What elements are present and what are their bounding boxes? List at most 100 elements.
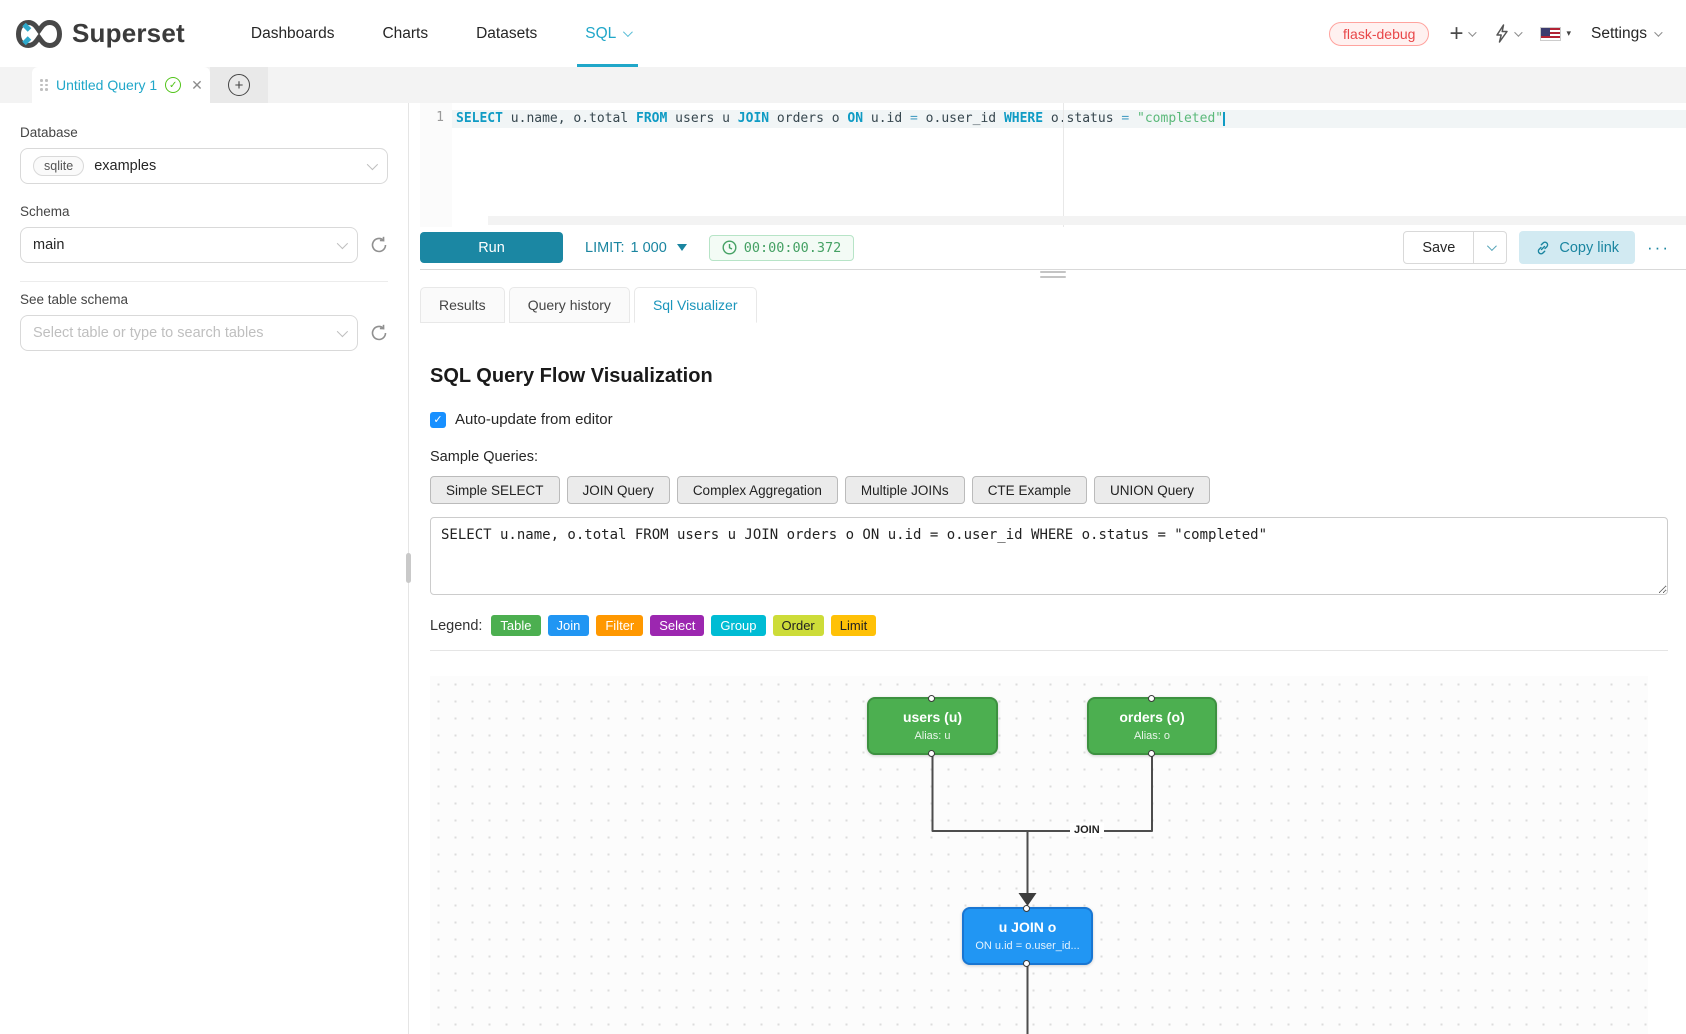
legend-chip-select: Select	[650, 615, 705, 636]
flow-node-orders[interactable]: orders (o) Alias: o	[1087, 695, 1217, 757]
sample-query-simple-select[interactable]: Simple SELECT	[430, 476, 560, 504]
chevron-down-icon	[1486, 241, 1497, 252]
schema-select[interactable]: main	[20, 227, 358, 263]
chevron-down-icon	[1654, 27, 1663, 37]
sidebar-resize-handle[interactable]	[406, 553, 411, 583]
limit-dropdown[interactable]: LIMIT: 1 000	[585, 240, 687, 256]
close-tab-icon[interactable]: ✕	[191, 76, 203, 93]
node-handle-top[interactable]	[1023, 905, 1030, 912]
editor-active-line[interactable]: SELECT u.name, o.total FROM users u JOIN…	[452, 110, 1686, 128]
auto-update-label: Auto-update from editor	[455, 411, 613, 428]
query-timer: 00:00:00.372	[708, 234, 855, 261]
tab-query-history[interactable]: Query history	[508, 287, 630, 323]
chevron-down-icon	[1514, 27, 1524, 37]
legend-chip-order: Order	[772, 615, 824, 636]
text-cursor	[1223, 112, 1226, 126]
query-tab-title: Untitled Query 1	[56, 77, 158, 93]
flow-node-users[interactable]: users (u) Alias: u	[867, 695, 998, 757]
visualizer-divider	[430, 650, 1668, 651]
query-search-menu[interactable]	[1494, 24, 1524, 43]
language-picker[interactable]: ▾	[1540, 26, 1571, 41]
database-engine-chip: sqlite	[33, 156, 85, 176]
node-handle-top[interactable]	[1147, 695, 1155, 702]
plus-icon: +	[1449, 19, 1464, 47]
sample-query-union-query[interactable]: UNION Query	[1093, 476, 1210, 504]
database-label: Database	[20, 125, 78, 140]
sqllab-main: 1 SELECT u.name, o.total FROM users u JO…	[409, 103, 1686, 1034]
legend-chip-join: Join	[547, 615, 590, 636]
sidebar-divider	[20, 281, 388, 282]
query-tabstrip: Untitled Query 1 ✓ ✕ +	[0, 67, 1686, 103]
superset-logo[interactable]: Superset	[16, 18, 185, 49]
sql-token: WHERE	[1003, 111, 1044, 126]
nav-item-dashboards[interactable]: Dashboards	[227, 0, 359, 67]
editor-hscrollbar[interactable]	[488, 215, 1686, 225]
node-handle-bottom[interactable]	[928, 750, 935, 757]
query-tab[interactable]: Untitled Query 1 ✓ ✕	[32, 67, 210, 103]
legend-chip-group: Group	[711, 615, 766, 636]
new-menu[interactable]: +	[1449, 19, 1478, 47]
sample-query-complex-aggregation[interactable]: Complex Aggregation	[676, 476, 838, 504]
nav-item-charts[interactable]: Charts	[358, 0, 452, 67]
save-button[interactable]: Save	[1403, 231, 1475, 265]
node-subtitle: ON u.id = o.user_id...	[975, 940, 1080, 952]
settings-menu[interactable]: Settings	[1590, 24, 1663, 43]
sql-token: o.status	[1043, 111, 1122, 126]
flow-canvas[interactable]: JOIN users (u) Alias: u orders (o) Alias…	[430, 676, 1648, 1034]
more-actions-button[interactable]: ···	[1647, 237, 1670, 257]
nav-item-label: SQL	[585, 24, 617, 42]
legend-chip-limit: Limit	[830, 615, 877, 636]
editor-toolbar: Run LIMIT: 1 000 00:00:00.372 Save	[420, 227, 1686, 278]
refresh-schemas-icon[interactable]	[370, 236, 388, 254]
drag-handle-icon[interactable]	[40, 79, 48, 91]
table-select[interactable]: Select table or type to search tables	[20, 315, 358, 351]
saved-check-icon: ✓	[165, 77, 182, 93]
sql-token: ON	[847, 111, 864, 126]
visualizer-title: SQL Query Flow Visualization	[430, 365, 713, 387]
auto-update-toggle[interactable]: ✓ Auto-update from editor	[430, 411, 1668, 428]
chevron-down-icon	[366, 158, 379, 171]
sample-query-join-query[interactable]: JOIN Query	[566, 476, 670, 504]
sample-query-cte-example[interactable]: CTE Example	[971, 476, 1087, 504]
nav-item-label: Datasets	[476, 24, 538, 42]
new-tab-area: +	[210, 67, 268, 103]
tab-sql-visualizer[interactable]: Sql Visualizer	[633, 287, 757, 323]
run-button[interactable]: Run	[420, 232, 563, 264]
copy-link-button[interactable]: Copy link	[1519, 231, 1636, 265]
nav-item-label: Charts	[382, 24, 429, 42]
tab-results[interactable]: Results	[420, 287, 505, 323]
settings-label: Settings	[1590, 24, 1647, 42]
flow-node-join[interactable]: u JOIN o ON u.id = o.user_id...	[962, 905, 1093, 967]
sql-token: "completed"	[1137, 111, 1224, 126]
brand-name: Superset	[72, 18, 185, 48]
legend-label: Legend:	[430, 617, 483, 634]
timer-value: 00:00:00.372	[743, 239, 842, 256]
chevron-down-icon	[1468, 27, 1478, 37]
node-handle-bottom[interactable]	[1147, 750, 1155, 757]
node-handle-bottom[interactable]	[1023, 960, 1030, 967]
nav-item-sql[interactable]: SQL	[561, 0, 654, 67]
nav-item-datasets[interactable]: Datasets	[452, 0, 561, 67]
add-tab-button[interactable]: +	[228, 74, 250, 96]
node-handle-top[interactable]	[928, 695, 935, 702]
schema-value: main	[33, 237, 65, 253]
pane-resize-handle[interactable]	[1040, 271, 1066, 278]
visualizer-sql-input[interactable]: SELECT u.name, o.total FROM users u JOIN…	[430, 517, 1668, 595]
legend-chip-filter: Filter	[596, 615, 644, 636]
save-options-button[interactable]	[1474, 231, 1508, 265]
editor-gutter: 1	[420, 103, 452, 227]
node-title: orders (o)	[1119, 709, 1185, 725]
sample-query-multiple-joins[interactable]: Multiple JOINs	[844, 476, 965, 504]
chevron-down-icon	[336, 325, 349, 338]
sql-token: u.name, o.total	[502, 111, 637, 126]
nav-item-label: Dashboards	[250, 24, 335, 42]
refresh-tables-icon[interactable]	[370, 324, 388, 342]
editor-code-area[interactable]: SELECT u.name, o.total FROM users u JOIN…	[452, 103, 1686, 227]
main-nav: Dashboards Charts Datasets SQL	[227, 0, 654, 67]
sql-editor[interactable]: 1 SELECT u.name, o.total FROM users u JO…	[420, 103, 1686, 227]
checkbox-checked-icon[interactable]: ✓	[430, 411, 446, 428]
line-number: 1	[436, 110, 444, 125]
link-icon	[1538, 241, 1549, 255]
database-select[interactable]: sqlite examples	[20, 148, 388, 184]
